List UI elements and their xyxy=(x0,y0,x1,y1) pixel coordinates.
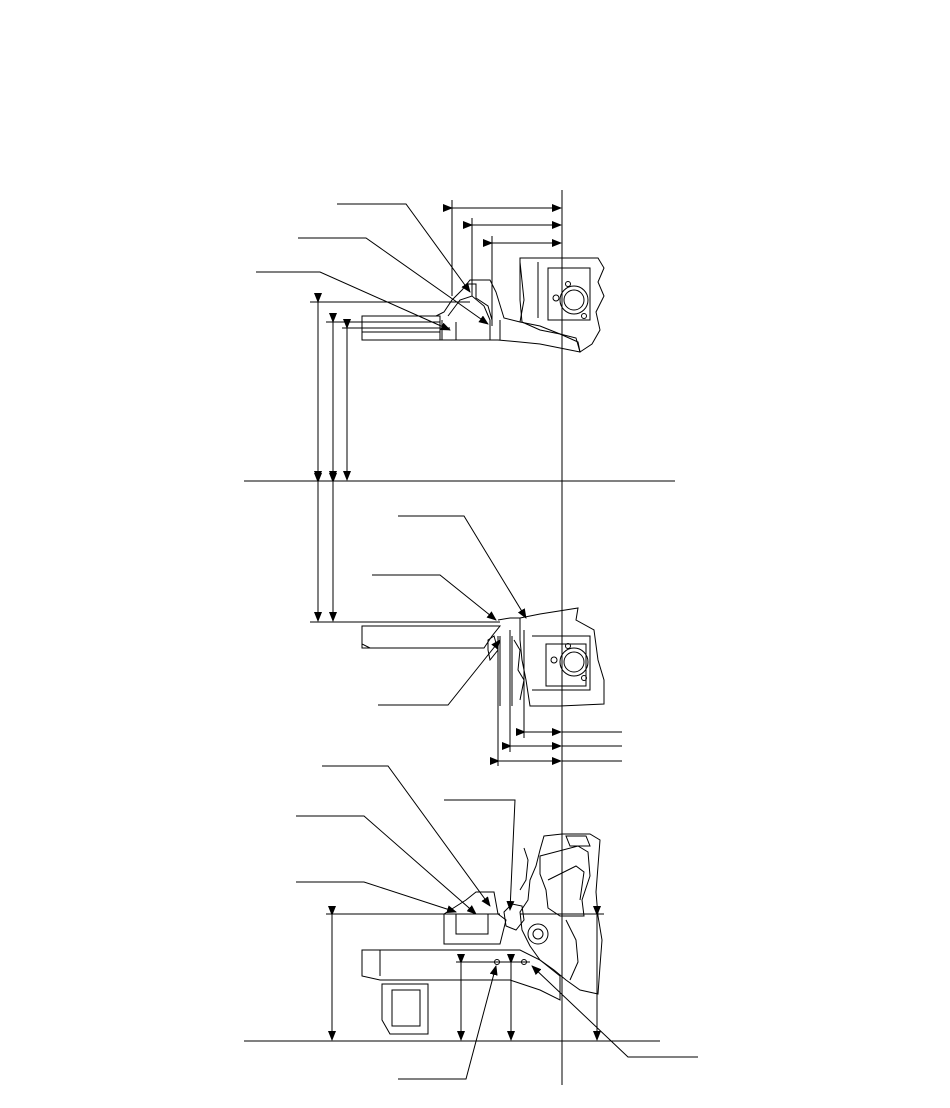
middle-leader-2 xyxy=(372,574,497,621)
middle-leader-3 xyxy=(378,639,501,706)
top-view-vertical-dimensions xyxy=(310,293,470,481)
bottom-view-vertical-dimensions xyxy=(326,906,604,1041)
top-view xyxy=(256,200,605,481)
middle-view-part-outline xyxy=(361,607,605,707)
top-leader-3 xyxy=(256,271,451,331)
middle-view xyxy=(310,473,622,766)
bottom-view xyxy=(296,765,698,1080)
top-view-part-outline xyxy=(361,257,605,353)
reference-axes xyxy=(244,190,675,1085)
bottom-leader-2 xyxy=(444,799,516,911)
top-view-horizontal-dimensions xyxy=(443,200,562,326)
bottom-leader-4 xyxy=(296,881,457,914)
middle-leader-1 xyxy=(398,515,527,619)
top-leader-2 xyxy=(298,237,489,325)
bottom-view-leaders xyxy=(296,765,698,1080)
bottom-leader-3 xyxy=(296,815,477,915)
bottom-leader-1 xyxy=(322,765,491,907)
middle-view-vertical-dimensions xyxy=(310,473,500,623)
middle-view-horizontal-dimensions xyxy=(490,630,622,766)
bottom-leader-6 xyxy=(398,965,498,1080)
top-leader-1 xyxy=(337,203,471,293)
top-view-leaders xyxy=(256,203,489,331)
bottom-view-part-outline xyxy=(361,833,603,1035)
middle-view-leaders xyxy=(372,515,527,706)
bottom-leader-5 xyxy=(531,965,698,1058)
